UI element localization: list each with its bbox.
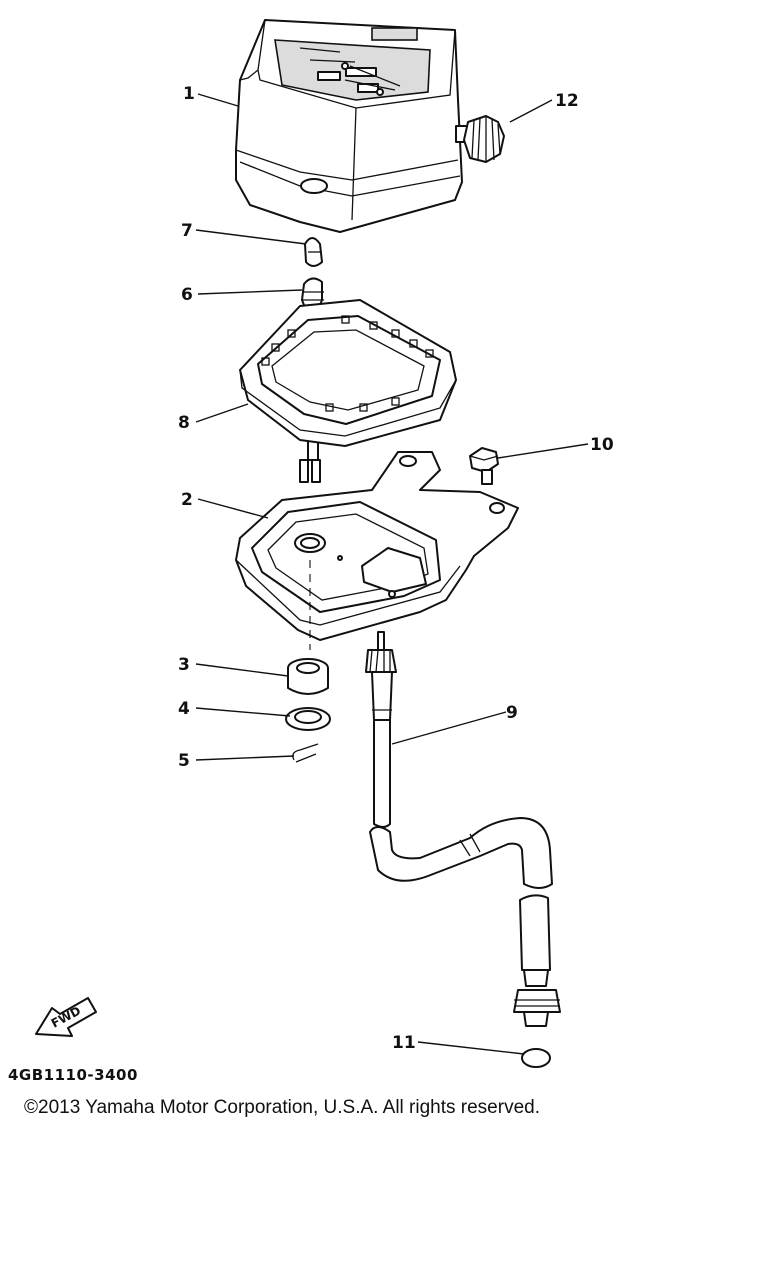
callout-labels: 1 12 7 6 8 10 2 3 4 5 9 11: [178, 84, 614, 1053]
callout-3: 3: [178, 655, 190, 675]
callout-6: 6: [181, 285, 193, 305]
exploded-parts-diagram: FWD 1 12 7 6 8 10 2 3 4 5 9 11: [35, 19, 614, 1068]
callout-4: 4: [178, 699, 190, 719]
leader-lines: [195, 93, 589, 1055]
part-grommet: [287, 658, 329, 695]
part-meter-housing: [235, 19, 463, 233]
part-knob: [455, 115, 505, 163]
part-meter-bracket: [235, 451, 519, 641]
part-gasket: [239, 299, 457, 447]
callout-5: 5: [178, 751, 190, 771]
fwd-arrow-icon: FWD: [35, 997, 97, 1037]
part-bulb-cap: [304, 237, 323, 267]
part-speedometer-cable: [365, 631, 561, 1027]
callout-12: 12: [555, 91, 579, 111]
callout-9: 9: [506, 703, 518, 723]
callout-2: 2: [181, 490, 193, 510]
part-clip: [292, 743, 319, 763]
callout-8: 8: [178, 413, 190, 433]
part-washer: [285, 707, 331, 731]
part-o-ring: [521, 1048, 551, 1068]
copyright-notice: ©2013 Yamaha Motor Corporation, U.S.A. A…: [24, 1097, 540, 1118]
callout-11: 11: [392, 1033, 416, 1053]
part-bolt: [469, 447, 499, 485]
diagram-code: 4GB1110-3400: [8, 1066, 138, 1084]
callout-7: 7: [181, 221, 193, 241]
callout-10: 10: [590, 435, 614, 455]
callout-1: 1: [183, 84, 195, 104]
